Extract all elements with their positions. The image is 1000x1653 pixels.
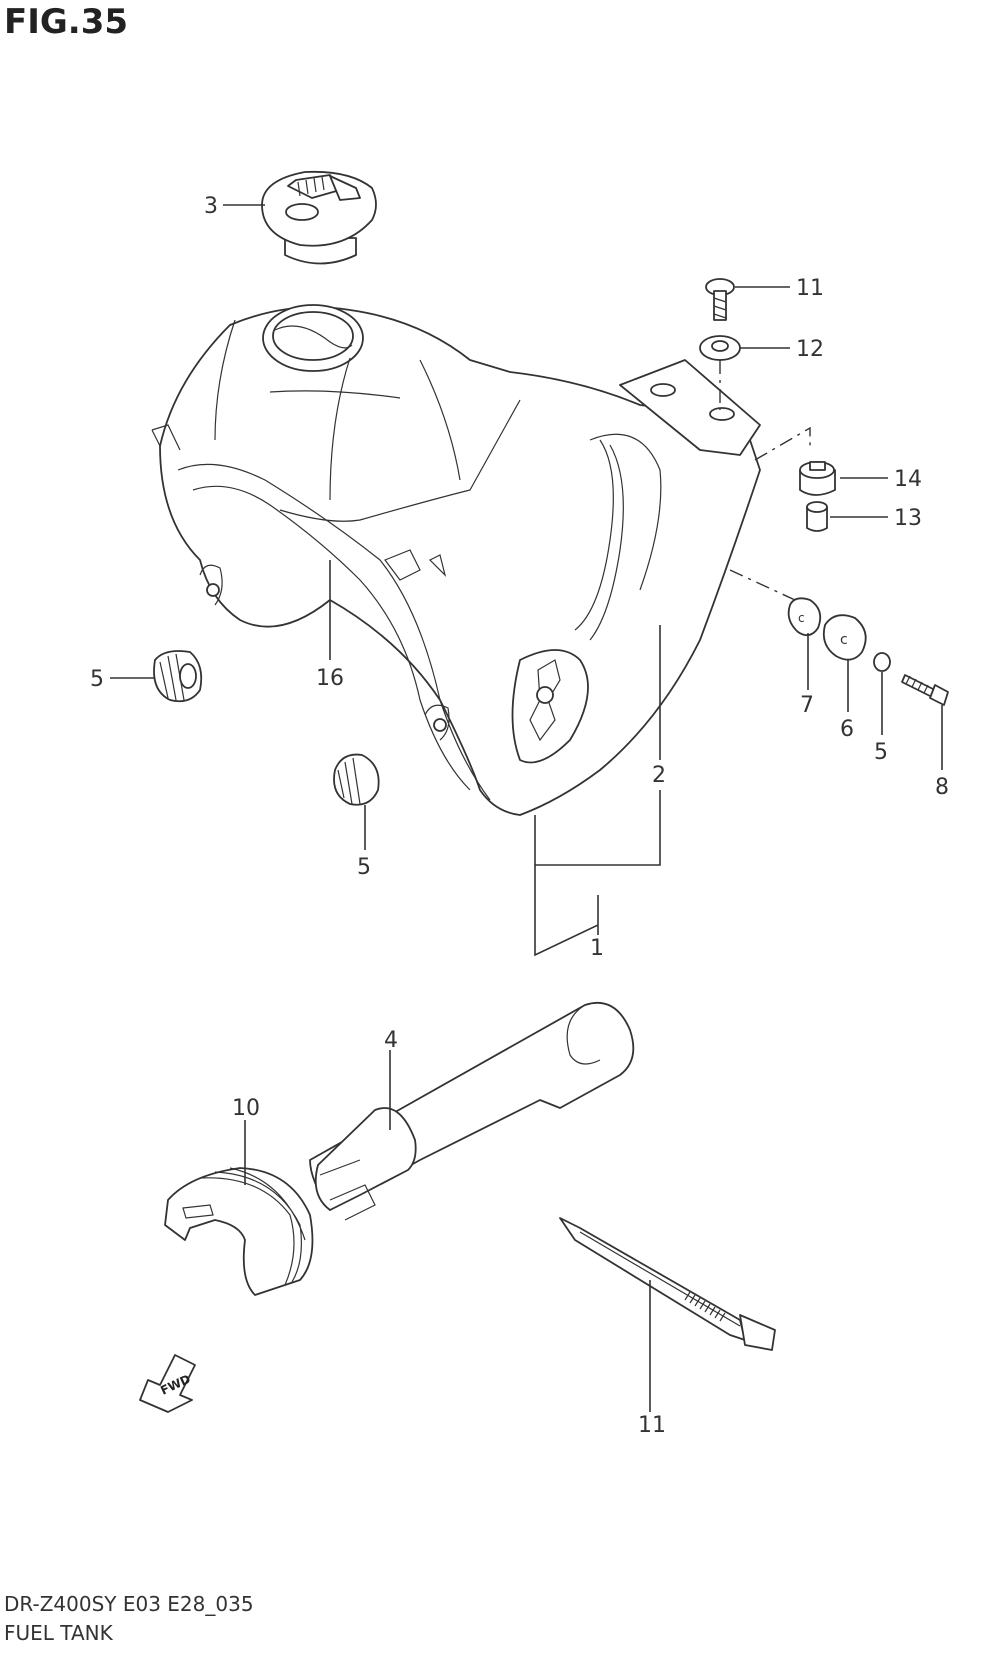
callout-5-left: 5 [90,667,104,692]
callout-5-lower: 5 [357,855,371,880]
cushion-15 [799,461,836,496]
callout-8: 7 [800,693,814,718]
callout-4: 4 [384,1028,398,1053]
callout-16: 16 [316,666,344,691]
callout-7: 6 [840,717,854,742]
fuel-tank-part [151,304,761,816]
svg-text:c: c [798,611,805,625]
clamp-10-part [164,1167,314,1296]
callout-14: 13 [894,506,922,531]
fuel-cap-part [261,170,377,265]
cap-5-left [153,650,203,703]
figure-title: FIG.35 [4,2,129,42]
callout-15: 14 [894,467,922,492]
cable-tie-11-part [559,1217,776,1351]
collar-14 [806,501,828,532]
callout-3: 3 [204,194,218,219]
leader-lines [110,204,943,1412]
washer-13 [699,335,741,361]
bolt-9 [901,674,949,706]
callout-1: 1 [590,936,604,961]
callout-13: 12 [796,337,824,362]
figure-caption: FUEL TANK [4,1621,113,1645]
fwd-direction-arrow: FWD [139,1354,196,1413]
callout-labels: 3 11 12 14 13 7 6 5 8 5 5 16 2 1 4 10 11 [90,194,949,1438]
callout-9: 8 [935,775,949,800]
grommet-8: c [787,597,822,637]
collar-6 [873,652,891,672]
callout-10: 10 [232,1096,260,1121]
callout-12: 11 [796,276,824,301]
heat-shield-part [309,1001,635,1221]
callout-6: 5 [874,740,888,765]
cap-5-lower [333,753,380,806]
svg-text:c: c [840,632,848,648]
bolt-12 [705,278,735,321]
callout-11: 11 [638,1413,666,1438]
callout-2: 2 [652,763,666,788]
model-code: DR-Z400SY E03 E28_035 [4,1592,254,1616]
cushion-7: c [822,614,867,661]
